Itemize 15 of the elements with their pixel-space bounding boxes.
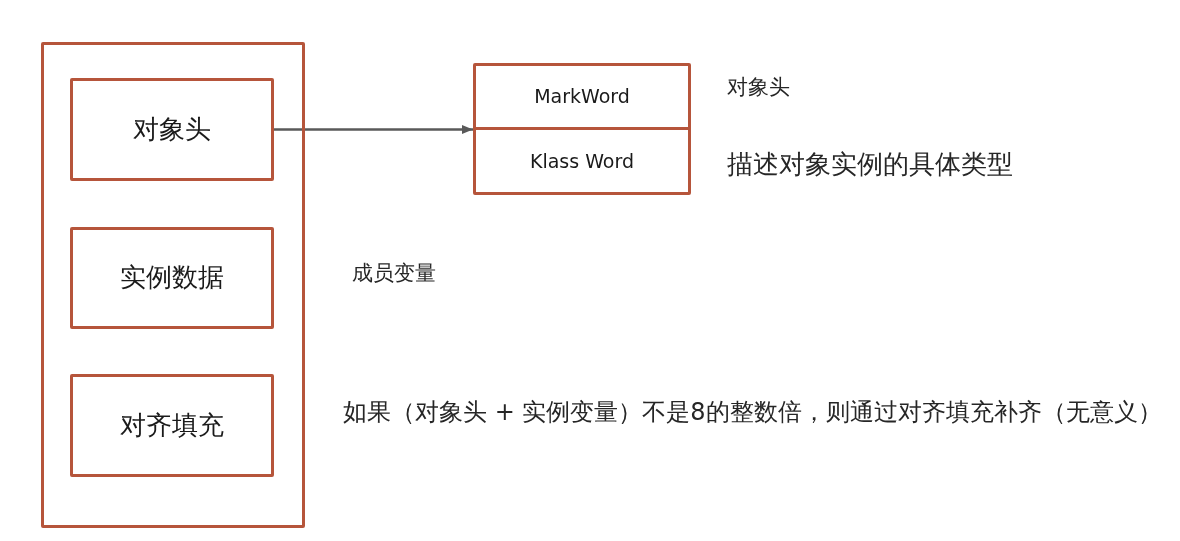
arrow	[274, 125, 473, 134]
annotation-text: 对象头	[727, 75, 790, 101]
box-label: MarkWord	[534, 85, 630, 108]
annotation-text: 成员变量	[352, 261, 436, 287]
container-box	[41, 42, 305, 528]
annotation-text: 描述对象实例的具体类型	[727, 149, 1013, 181]
section-box	[70, 374, 274, 477]
box-label: Klass Word	[529, 149, 635, 173]
box-label: 对象头	[133, 113, 211, 146]
section-box	[70, 227, 274, 329]
annotation-text: 如果（对象头 + 实例变量）不是8的整数倍，则通过对齐填充补齐（无意义）	[343, 398, 1162, 427]
box-label: 对齐填充	[120, 409, 224, 442]
stacked-box	[473, 63, 691, 195]
box-label: 实例数据	[120, 262, 224, 294]
section-box	[70, 78, 274, 181]
